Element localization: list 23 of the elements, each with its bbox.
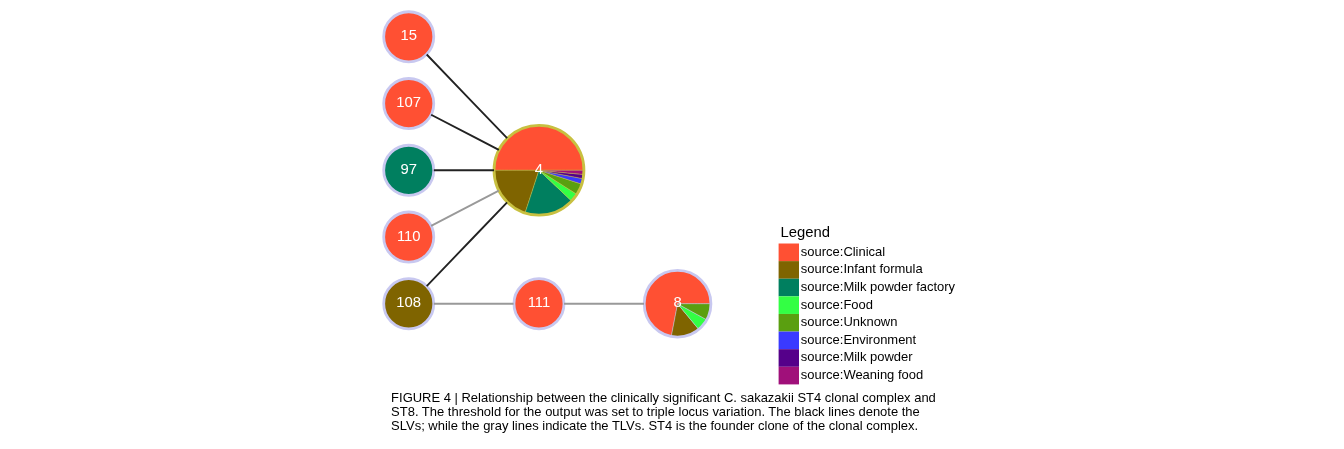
connector xyxy=(430,189,500,227)
label: Legend xyxy=(780,223,830,240)
legend-label: source:Milk powder xyxy=(800,349,913,365)
legend-label: source:Food xyxy=(800,296,873,312)
node-circle: 110 xyxy=(382,210,436,264)
node-circle: 15 xyxy=(382,10,436,64)
connector xyxy=(425,201,509,287)
node-circle: 107 xyxy=(382,77,436,130)
legend-label: source:Milk powder factory xyxy=(800,278,956,294)
node-circle: 97 xyxy=(382,143,436,197)
legend-label: source:Unknown xyxy=(800,314,898,330)
connector xyxy=(430,113,500,151)
legend-label: source:Environment xyxy=(800,331,917,347)
node-circle: 108 xyxy=(382,277,436,331)
connector xyxy=(432,169,495,172)
legend-label: source:Infant formula xyxy=(800,261,923,277)
legend-label: source:Clinical xyxy=(800,243,886,259)
caption: FIGURE 4 | Relationship between the clinically significant C. sakazakii ST4 clonal complex and ST8. The threshold for the output was set to triple locus variation. The black lines denote the SLVs; while the gray lines indicate the TLVs. ST4 is the founder clone of the clonal complex. xyxy=(391,390,936,434)
node-circle: 111 xyxy=(512,277,566,331)
connector xyxy=(563,302,645,305)
connector xyxy=(425,53,509,140)
connector xyxy=(432,302,515,305)
legend-label: source:Weaning food xyxy=(800,367,924,383)
